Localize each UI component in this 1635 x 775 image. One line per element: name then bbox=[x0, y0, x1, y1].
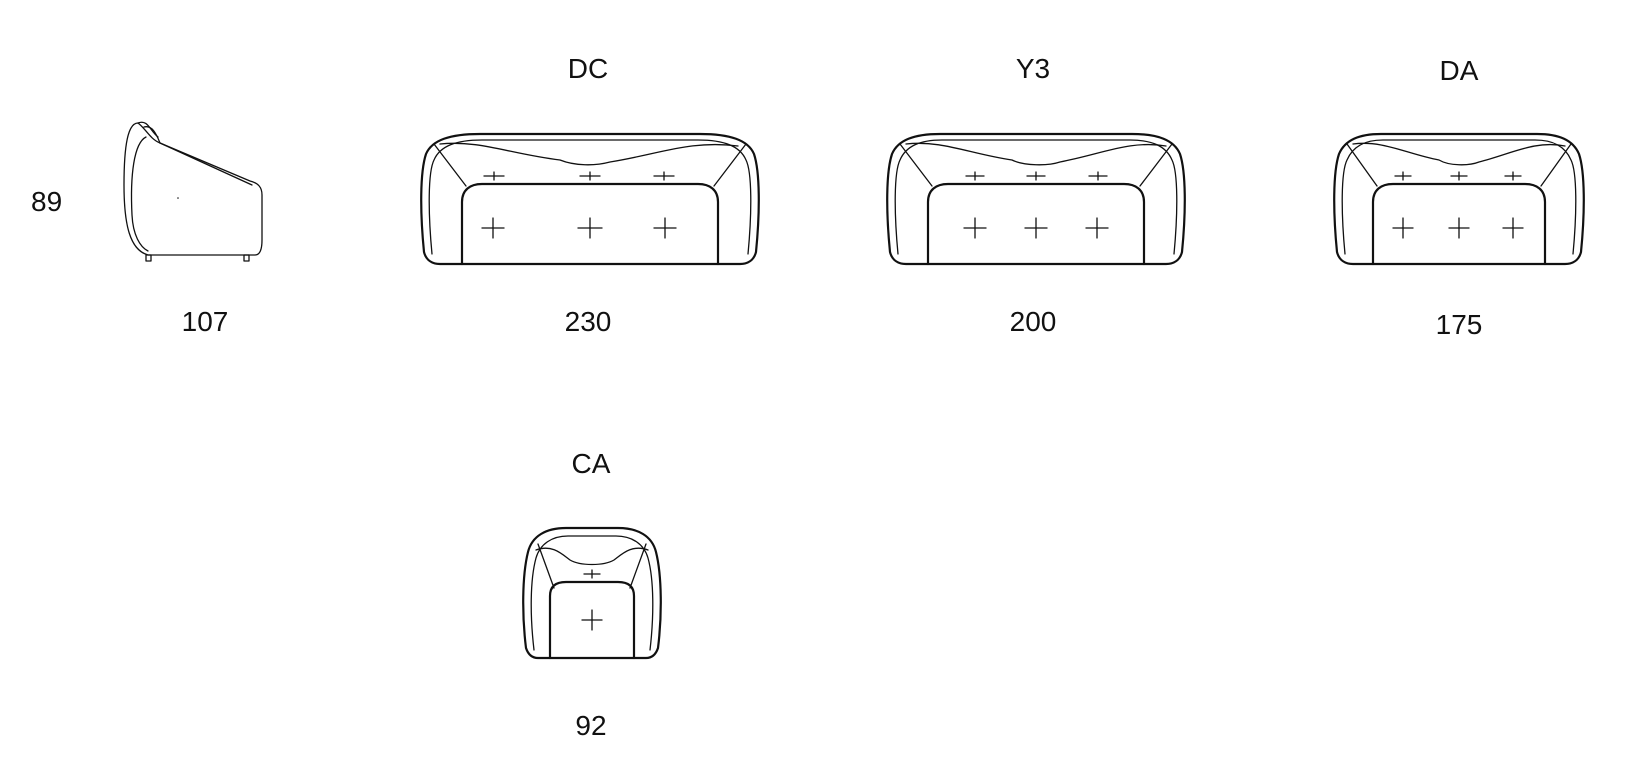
module-width-da: 175 bbox=[1435, 309, 1483, 340]
module-code-dc: DC bbox=[567, 53, 609, 84]
module-y3-drawing bbox=[886, 132, 1186, 266]
module-width-y3: 200 bbox=[1009, 306, 1057, 337]
module-ca-drawing bbox=[522, 526, 662, 660]
side-height-label: 89 bbox=[31, 186, 63, 217]
module-dc-drawing bbox=[420, 132, 760, 266]
module-code-da: DA bbox=[1439, 55, 1479, 86]
side-depth-label: 107 bbox=[181, 306, 229, 337]
module-code-y3: Y3 bbox=[1015, 53, 1051, 84]
module-width-ca: 92 bbox=[575, 710, 607, 741]
module-da-drawing bbox=[1333, 132, 1585, 266]
sofa-side-view-drawing bbox=[123, 121, 263, 262]
module-width-dc: 230 bbox=[564, 306, 612, 337]
module-code-ca: CA bbox=[571, 448, 611, 479]
